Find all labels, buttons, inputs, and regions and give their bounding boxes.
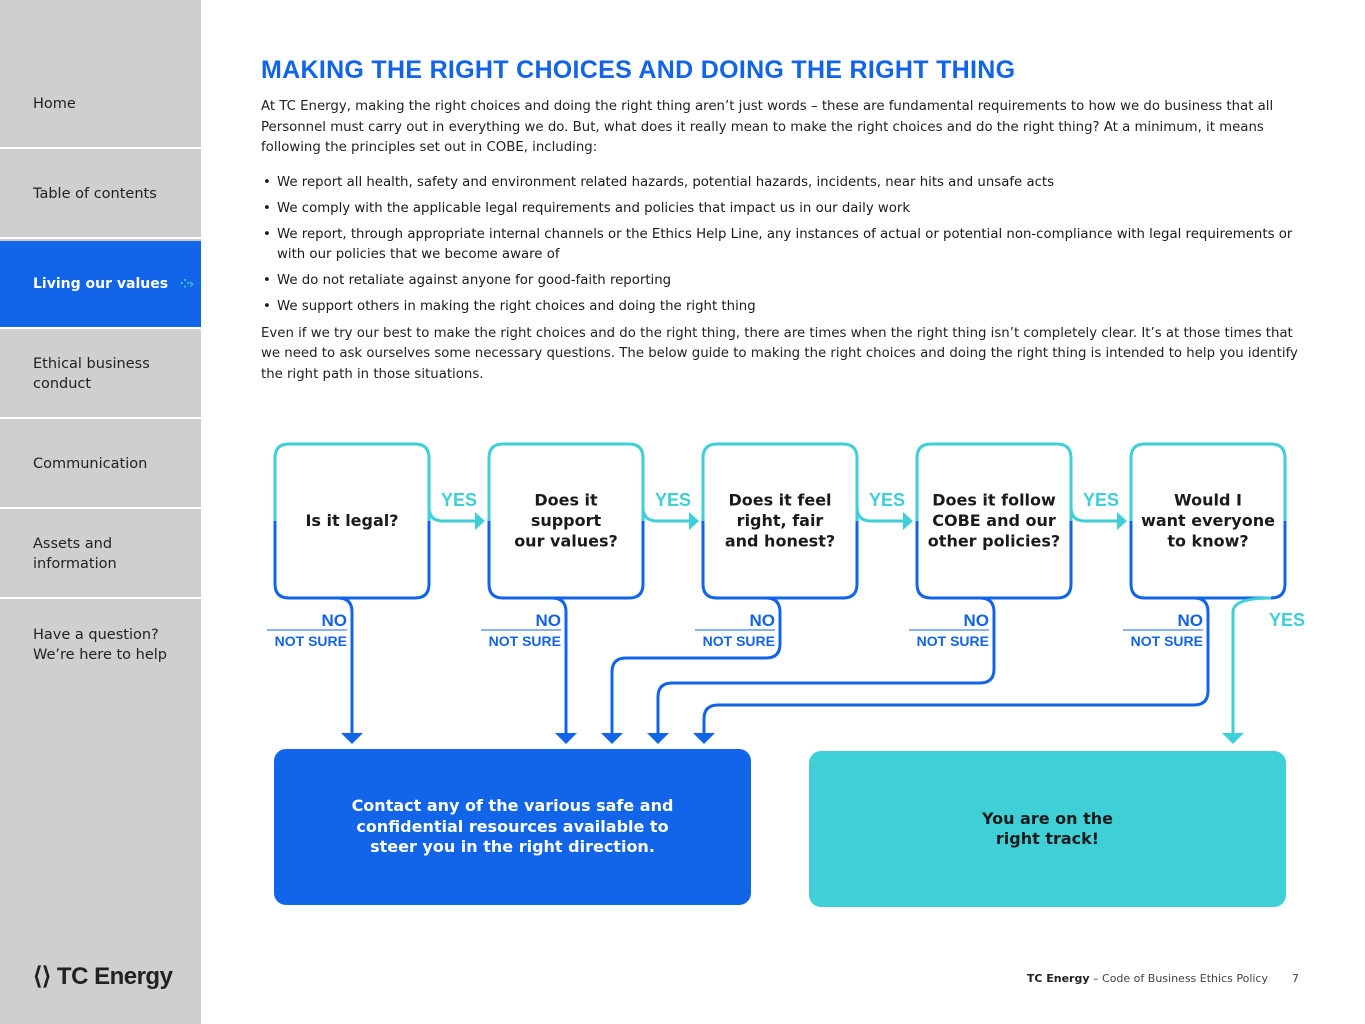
question-text: Does it: [534, 491, 598, 510]
arrow-down-icon: [1222, 733, 1244, 744]
right-track-text: You are on the right track!: [981, 808, 1114, 849]
tc-energy-logo[interactable]: ⟨⟩ TC Energy: [33, 963, 173, 990]
right-track-box: You are on the right track!: [809, 751, 1286, 907]
list-item: We support others in making the right ch…: [261, 297, 1311, 318]
main-content: MAKING THE RIGHT CHOICES AND DOING THE R…: [261, 56, 1311, 385]
list-item: We comply with the applicable legal requ…: [261, 199, 1311, 220]
footer-doc-title: – Code of Business Ethics Policy: [1089, 972, 1268, 985]
list-item: We report all health, safety and environ…: [261, 173, 1311, 194]
no-label: NO: [536, 611, 562, 630]
yes-label: YES: [1083, 490, 1119, 510]
nav-label: Have a question? We’re here to help: [33, 627, 167, 663]
not-sure-label: NOT SURE: [1131, 633, 1203, 649]
sidebar-item-living-our-values[interactable]: Living our values ⁘›: [0, 241, 201, 329]
no-label: NO: [750, 611, 776, 630]
sidebar-item-communication[interactable]: Communication: [0, 421, 201, 509]
question-text: and honest?: [725, 532, 835, 551]
question-box-top: [273, 442, 431, 521]
question-text: Does it follow: [932, 491, 1056, 510]
sidebar-item-table-of-contents[interactable]: Table of contents: [0, 151, 201, 239]
question-text: Does it feel: [728, 491, 831, 510]
intro-paragraph: At TC Energy, making the right choices a…: [261, 99, 1274, 155]
question-text: our values?: [514, 532, 618, 551]
question-text: right, fair: [737, 511, 824, 530]
arrow-right-icon: [475, 512, 485, 530]
question-box-top: [915, 442, 1073, 521]
nav-label: Home: [33, 96, 76, 112]
question-text: Is it legal?: [305, 511, 398, 530]
question-box-bottom: [273, 521, 431, 600]
not-sure-label: NOT SURE: [275, 633, 347, 649]
question-text: Would I: [1174, 491, 1242, 510]
yes-label: YES: [655, 490, 691, 510]
nav-label: Table of contents: [33, 186, 157, 202]
arrow-down-icon: [555, 733, 577, 744]
question-text: to know?: [1167, 532, 1248, 551]
sidebar: Home Table of contents Living our values…: [0, 0, 201, 1024]
contact-text: Contact any of the various safe and conf…: [351, 796, 674, 857]
arrow-right-icon: [689, 512, 699, 530]
nav-label: Ethical business conduct: [33, 356, 150, 392]
no-connector: [656, 596, 996, 738]
nav-label: Assets and information: [33, 536, 117, 572]
question-text: COBE and our: [932, 511, 1056, 530]
yes-connector: [855, 506, 905, 523]
sidebar-item-home[interactable]: Home: [0, 61, 201, 149]
no-connector: [551, 596, 568, 738]
not-sure-label: NOT SURE: [703, 633, 775, 649]
yes-connector: [1069, 506, 1119, 523]
question-box-bottom: [1129, 521, 1287, 600]
no-label: NO: [964, 611, 990, 630]
nav-label: Communication: [33, 456, 148, 472]
sidebar-item-assets-and-information[interactable]: Assets and information: [0, 511, 201, 599]
yes-connector: [427, 506, 477, 523]
footer: TC Energy – Code of Business Ethics Poli…: [1027, 972, 1299, 985]
list-item: We do not retaliate against anyone for g…: [261, 271, 1311, 292]
yes-label-final: YES: [1269, 610, 1305, 630]
question-box-bottom: [701, 521, 859, 600]
arrow-down-icon: [647, 733, 669, 744]
question-box-top: [487, 442, 645, 521]
no-label: NO: [322, 611, 348, 630]
question-text: support: [531, 511, 602, 530]
list-item: We report, through appropriate internal …: [261, 225, 1311, 266]
question-box-top: [701, 442, 859, 521]
question-text: want everyone: [1141, 511, 1275, 530]
nav-label: Living our values: [33, 276, 169, 292]
arrow-down-icon: [601, 733, 623, 744]
question-text: other policies?: [928, 532, 1060, 551]
question-box-bottom: [487, 521, 645, 600]
sidebar-item-have-a-question[interactable]: Have a question? We’re here to help: [0, 601, 201, 689]
arrow-right-icon: [1117, 512, 1127, 530]
contact-resources-box: Contact any of the various safe and conf…: [274, 749, 751, 905]
yes-label: YES: [441, 490, 477, 510]
yes-connector-final: [1231, 596, 1272, 738]
sidebar-item-ethical-business-conduct[interactable]: Ethical business conduct: [0, 331, 201, 419]
principles-list: We report all health, safety and environ…: [261, 173, 1311, 318]
question-box-top: [1129, 442, 1287, 521]
no-connector: [702, 596, 1210, 738]
logo-text: TC Energy: [56, 963, 173, 990]
question-box-bottom: [915, 521, 1073, 600]
arrow-right-icon: [903, 512, 913, 530]
not-sure-label: NOT SURE: [917, 633, 989, 649]
yes-connector: [641, 506, 691, 523]
dotted-arrow-icon: ⁘›: [180, 277, 194, 291]
no-connector: [610, 596, 782, 738]
no-connector: [337, 596, 354, 738]
footer-brand: TC Energy: [1026, 972, 1090, 985]
arrow-down-icon: [341, 733, 363, 744]
page-number: 7: [1292, 972, 1299, 985]
no-label: NO: [1178, 611, 1204, 630]
yes-label: YES: [869, 490, 905, 510]
page-title: MAKING THE RIGHT CHOICES AND DOING THE R…: [261, 56, 1016, 84]
not-sure-label: NOT SURE: [489, 633, 561, 649]
closing-paragraph: Even if we try our best to make the righ…: [261, 325, 1298, 382]
arrow-down-icon: [693, 733, 715, 744]
